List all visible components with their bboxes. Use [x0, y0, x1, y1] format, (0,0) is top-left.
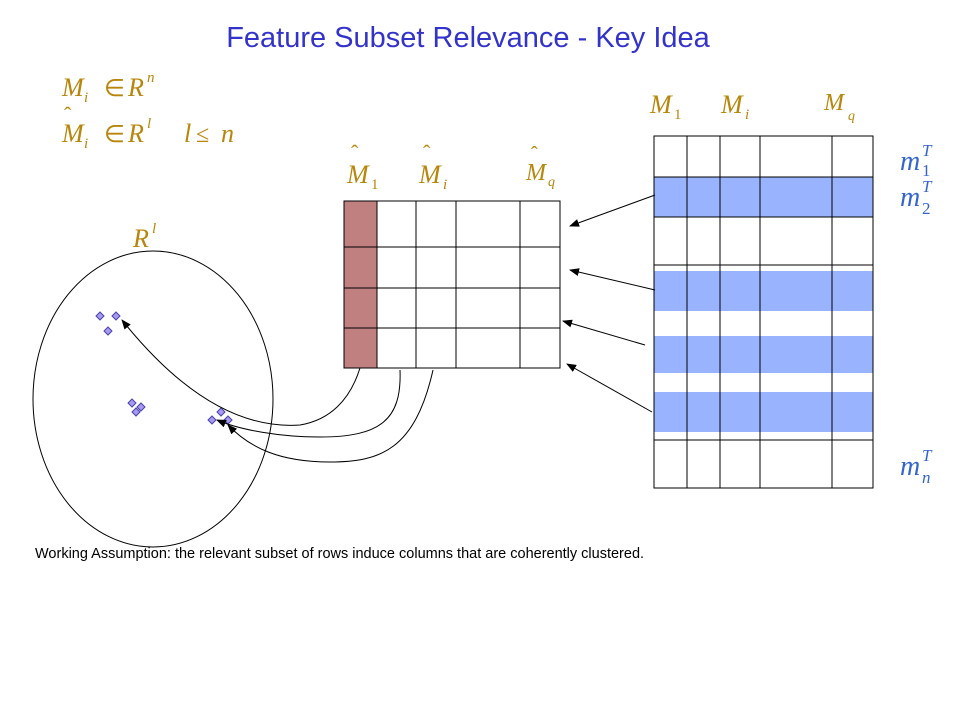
formula2-cond-left: l [184, 119, 191, 148]
small-coli-hat: ˆ [423, 140, 431, 165]
large-coli-sub: i [745, 107, 749, 123]
point [216, 407, 226, 417]
arrow-row1 [569, 194, 656, 227]
small-matrix-frame [343, 200, 561, 369]
formula2-rel: ∈ [104, 122, 125, 148]
formula-line-2: ˆ M i ∈ R l l ≤ n [61, 102, 234, 152]
formula2-cond-rel: ≤ [196, 122, 209, 148]
arrow-row3 [562, 319, 646, 346]
formula2-hat: ˆ [64, 102, 72, 127]
formula1-sub: i [84, 90, 88, 106]
large-colq-sub: q [848, 109, 855, 124]
space-label-sup: l [152, 221, 156, 237]
point [103, 326, 113, 336]
arrow-row4 [566, 363, 653, 413]
point [131, 407, 141, 417]
highlight-row [654, 177, 873, 217]
arrow-colj-to-cluster [227, 369, 434, 463]
point [111, 311, 121, 321]
large-col1-base: M [649, 90, 673, 119]
small-matrix-grid [344, 201, 560, 368]
working-assumption-caption: Working Assumption: the relevant subset … [35, 546, 645, 562]
space-label-base: R [132, 224, 149, 253]
small-col1-base: M [346, 160, 370, 189]
row1-sub: 1 [922, 161, 931, 180]
rown-sub: n [922, 468, 931, 487]
formula2-base: M [61, 119, 85, 148]
highlight-row [654, 392, 873, 432]
rown-sup: T [922, 446, 933, 465]
arrow-coli-to-cluster [216, 369, 401, 438]
large-col1-sub: 1 [674, 107, 682, 123]
small-matrix-labels: ˆ M 1 ˆ M i ˆ M q [346, 140, 555, 193]
formula1-base: M [61, 73, 85, 102]
slide-title: Feature Subset Relevance - Key Idea [226, 22, 710, 54]
row2-base: m [900, 182, 920, 213]
formula-line-1: M i ∈ R n [61, 70, 155, 106]
rown-base: m [900, 451, 920, 482]
large-matrix-frame [653, 135, 874, 489]
small-colq-base: M [525, 160, 548, 186]
row1-sup: T [922, 141, 933, 160]
highlight-row [654, 271, 873, 311]
formula1-rel: ∈ [104, 76, 125, 102]
column-to-point-arrows [121, 319, 434, 463]
small-coli-base: M [418, 160, 442, 189]
large-matrix-labels: M 1 M i M q [649, 90, 855, 124]
formula2-sub: i [84, 136, 88, 152]
point [207, 415, 217, 425]
point [127, 398, 137, 408]
arrow-col1-to-cluster [121, 319, 361, 426]
space-ellipse [32, 250, 274, 548]
large-coli-base: M [720, 90, 744, 119]
point [95, 311, 105, 321]
row2-sub: 2 [922, 199, 931, 218]
formula2-space: R [127, 119, 144, 148]
small-colq-hat: ˆ [531, 143, 538, 165]
point [136, 402, 146, 412]
row-labels: m T 1 m T 2 m T n [900, 141, 933, 487]
small-colq-sub: q [548, 175, 555, 190]
arrow-row2 [569, 268, 656, 291]
row-to-column-arrows [562, 194, 656, 413]
cluster-points [95, 311, 233, 425]
formula2-cond-right: n [221, 119, 234, 148]
large-matrix-grid [654, 136, 873, 488]
formula1-sup: n [147, 70, 155, 86]
space-label: R l [132, 221, 156, 253]
highlight-row [654, 336, 873, 373]
small-col1-sub: 1 [371, 177, 379, 193]
formula2-sup: l [147, 116, 151, 132]
small-matrix [343, 200, 561, 369]
formula1-space: R [127, 73, 144, 102]
large-colq-base: M [823, 90, 846, 116]
row1-base: m [900, 146, 920, 177]
large-matrix-highlight-rows [654, 177, 873, 432]
small-col1-hat: ˆ [351, 140, 359, 165]
small-coli-sub: i [443, 177, 447, 193]
row2-sup: T [922, 177, 933, 196]
small-matrix-highlight-column [344, 201, 377, 368]
large-matrix [653, 135, 874, 489]
